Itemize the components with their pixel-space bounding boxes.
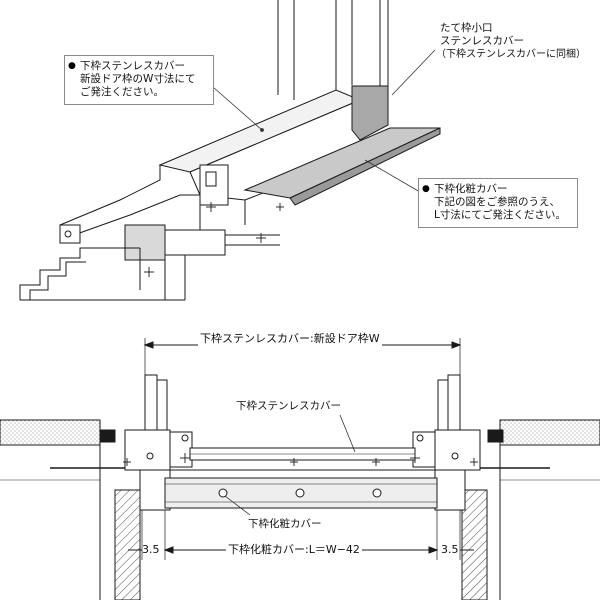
section-trim-cover bbox=[164, 469, 438, 509]
width-dimension-label: 下枠ステンレスカバー:新設ドア枠W bbox=[198, 330, 382, 346]
vertical-frame-end-cover bbox=[351, 85, 389, 141]
right-jamb bbox=[412, 374, 481, 511]
callout-stainless-line1: 下枠ステンレスカバー bbox=[80, 60, 185, 72]
callout-vertical-line3: （下枠ステンレスカバーに同梱） bbox=[436, 49, 586, 60]
sill-profile bbox=[19, 164, 280, 301]
length-dimension-label: 下枠化粧カバー:L＝W−42 bbox=[226, 541, 362, 557]
callout-trim-line2: 下記の図をご参照のうえ、 bbox=[434, 196, 560, 208]
isometric-view bbox=[19, 0, 441, 301]
offset-right-label: 3.5 bbox=[441, 543, 459, 556]
callout-bullet-trim: ● bbox=[422, 184, 430, 194]
screw-marks bbox=[64, 202, 284, 277]
callout-box-stainless bbox=[64, 55, 214, 105]
callout-trim-line1: 下枠化粧カバー bbox=[434, 183, 508, 195]
callout-vertical-line2: ステンレスカバー bbox=[440, 35, 524, 47]
trim-cover-sheet bbox=[243, 127, 441, 206]
section-trim-label: 下枠化粧カバー bbox=[248, 518, 322, 530]
callout-box-trim bbox=[418, 178, 578, 228]
callout-stainless-line2: 新設ドア枠のW寸法にて bbox=[80, 73, 196, 85]
callout-trim-line3: L寸法にてご発注ください。 bbox=[434, 209, 566, 221]
offset-left-label: 3.5 bbox=[142, 543, 160, 556]
section-stainless-label: 下枠ステンレスカバー bbox=[236, 400, 341, 412]
right-wall bbox=[461, 419, 600, 600]
section-screw-marks bbox=[123, 453, 478, 466]
door-frame-verticals bbox=[277, 0, 389, 100]
callout-leaders bbox=[204, 49, 436, 193]
left-wall bbox=[0, 419, 141, 600]
callout-bullet-stainless: ● bbox=[68, 61, 76, 71]
section-view bbox=[0, 338, 600, 600]
callout-vertical-line1: たて枠小口 bbox=[440, 22, 493, 34]
callout-stainless-line3: ご発注ください。 bbox=[80, 86, 164, 98]
